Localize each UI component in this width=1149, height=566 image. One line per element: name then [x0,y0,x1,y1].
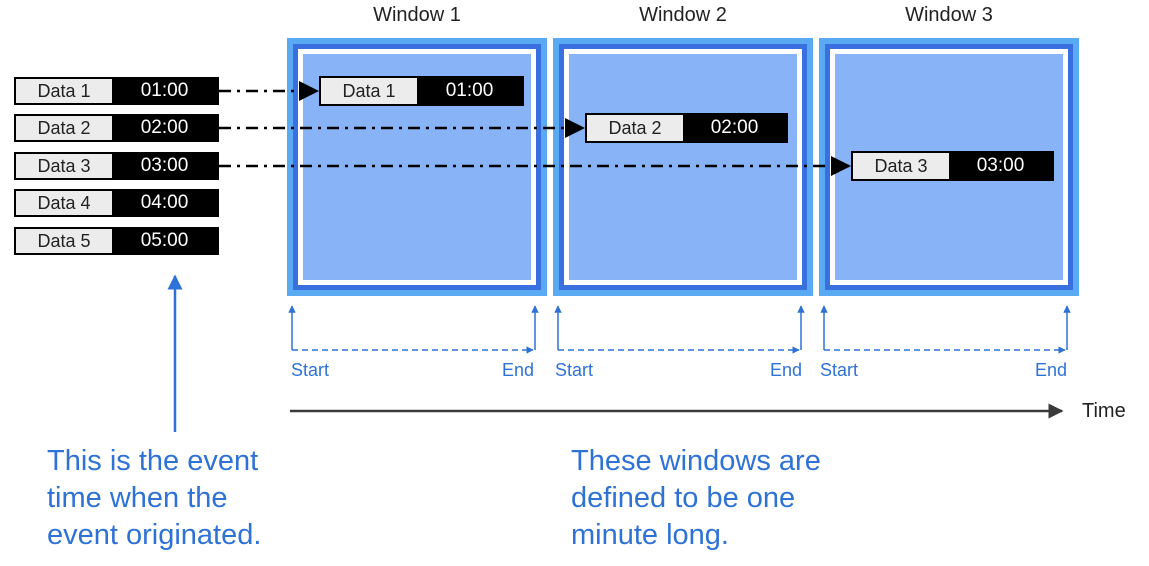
note-line: This is the event [47,445,259,477]
window-3-end-label: End [1035,360,1068,380]
event-time: 01:00 [112,79,217,103]
window-2-end-label: End [770,360,803,380]
note-line: minute long. [571,519,729,551]
window-1-end-label: End [502,360,535,380]
window-2-start-label: Start [555,360,594,380]
window-3-start-label: Start [820,360,859,380]
window-length-note: These windows are defined to be one minu… [571,443,821,554]
window-3-title: Window 3 [905,4,993,26]
event-time: 01:00 [417,78,522,104]
note-line: event originated. [47,519,262,551]
event-label: Data 2 [587,115,683,141]
source-event-4: Data 4 04:00 [14,189,219,217]
event-time: 05:00 [112,229,217,253]
event-time: 03:00 [949,153,1052,179]
event-label: Data 1 [16,79,112,103]
note-line: These windows are [571,445,821,477]
event-label: Data 1 [321,78,417,104]
event-label: Data 3 [16,154,112,178]
window-1-title: Window 1 [373,4,461,26]
source-event-5: Data 5 05:00 [14,227,219,255]
event-label: Data 2 [16,116,112,140]
time-axis-label: Time [1082,400,1126,422]
window-1-start-label: Start [291,360,330,380]
note-line: defined to be one [571,482,796,514]
event-time: 04:00 [112,191,217,215]
event-label: Data 4 [16,191,112,215]
event-label: Data 3 [853,153,949,179]
event-label: Data 5 [16,229,112,253]
window-3-event: Data 3 03:00 [851,151,1054,181]
event-time: 03:00 [112,154,217,178]
event-time: 02:00 [112,116,217,140]
window-1-event: Data 1 01:00 [319,76,524,106]
source-event-1: Data 1 01:00 [14,77,219,105]
window-2-title: Window 2 [639,4,727,26]
window-2-event: Data 2 02:00 [585,113,788,143]
source-event-2: Data 2 02:00 [14,114,219,142]
source-event-3: Data 3 03:00 [14,152,219,180]
event-time: 02:00 [683,115,786,141]
note-line: time when the [47,482,228,514]
event-time-note: This is the event time when the event or… [47,443,261,554]
